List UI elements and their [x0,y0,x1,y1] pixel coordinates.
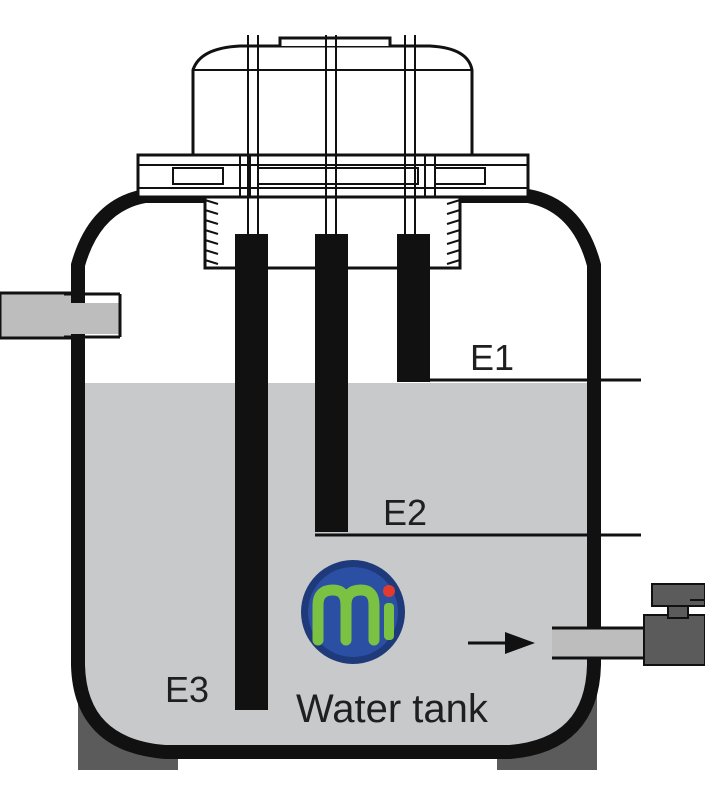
electrode-e1 [397,234,430,382]
valve-icon [643,583,705,666]
label-e2: E2 [383,492,427,533]
flow-arrow-icon [468,632,535,654]
inlet-pipe-icon [552,626,644,660]
label-e3: E3 [165,669,209,710]
tank-cap-flange [136,153,530,199]
brand-logo-icon [301,560,405,664]
electrode-e2 [315,234,348,532]
tank-cap-dome [191,36,474,157]
electrode-wires [247,35,416,236]
electrode-e3 [235,234,268,710]
label-e1: E1 [470,337,514,378]
caption-water-tank: Water tank [296,687,489,731]
